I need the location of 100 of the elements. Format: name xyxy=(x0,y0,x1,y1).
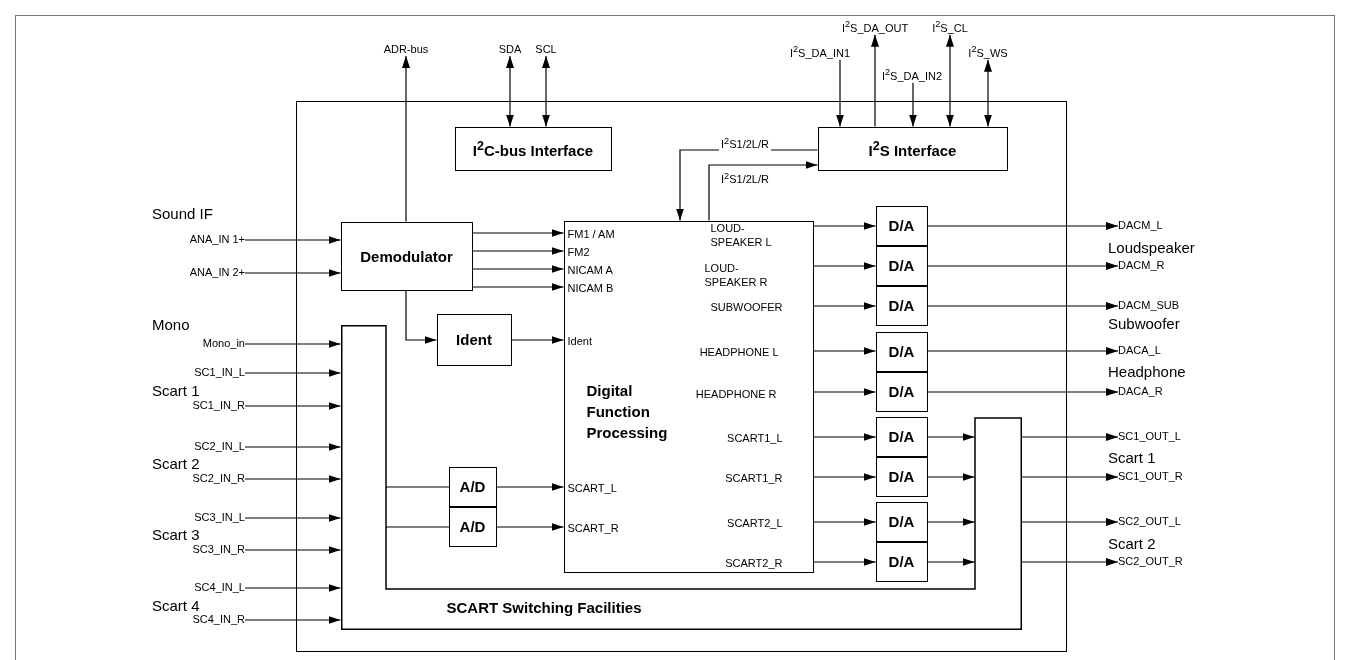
arrow xyxy=(984,59,992,128)
arrow xyxy=(812,222,877,230)
chip-outline xyxy=(296,101,1067,652)
pin-label: SC2_IN_R xyxy=(192,472,245,485)
pin-label: DACM_R xyxy=(1118,259,1165,272)
arrow xyxy=(926,388,1119,396)
group-label: Scart 3 xyxy=(152,526,200,543)
port-label: SCART_R xyxy=(567,520,619,535)
group-label: Scart 1 xyxy=(1108,449,1156,466)
arrow xyxy=(471,283,565,291)
arrow xyxy=(926,222,1119,230)
pin-label: SC3_IN_R xyxy=(192,543,245,556)
block-box: Demodulator xyxy=(340,221,473,291)
port-label: SCART1_R xyxy=(725,470,783,485)
port-label: NICAM A xyxy=(567,262,613,277)
block-box: D/A xyxy=(875,416,928,457)
pin-label: ANA_IN 2+ xyxy=(189,266,245,279)
port-label: SCART2_L xyxy=(727,515,783,530)
pin-label: SC1_IN_L xyxy=(194,366,245,379)
arrow xyxy=(1020,558,1119,566)
port-label: SCART2_R xyxy=(725,555,783,570)
group-label: Scart 2 xyxy=(1108,535,1156,552)
arrow xyxy=(812,388,877,396)
pin-label: I$^{2}$S_DA_OUT xyxy=(841,18,909,35)
arrow xyxy=(542,55,550,128)
block-title: Digital Function Processing xyxy=(586,380,669,443)
pin-label: ADR-bus xyxy=(383,43,429,56)
pin-label: Mono_in xyxy=(202,337,245,350)
arrow xyxy=(405,289,438,344)
arrow xyxy=(909,82,917,128)
arrow xyxy=(471,247,565,255)
port-label: FM1 / AM xyxy=(567,226,615,241)
port-label: HEADPHONE L xyxy=(699,344,779,359)
pin-label: ANA_IN 1+ xyxy=(189,233,245,246)
arrow xyxy=(495,483,565,491)
block-box: I$^{2}$C-bus Interface xyxy=(454,126,612,171)
group-label: Scart 2 xyxy=(152,455,200,472)
pin-label: SDA xyxy=(498,43,522,56)
pin-label: SC4_IN_R xyxy=(192,613,245,626)
pin-label: I$^{2}$S_WS xyxy=(968,43,1008,60)
arrow xyxy=(812,558,877,566)
port-label: NICAM B xyxy=(567,280,614,295)
pin-label: SC1_OUT_L xyxy=(1118,430,1181,443)
group-label: Headphone xyxy=(1108,363,1186,380)
port-label: SCART1_L xyxy=(727,430,783,445)
pin-label: SC4_IN_L xyxy=(194,581,245,594)
processing-block xyxy=(563,220,814,573)
group-label: Scart 1 xyxy=(152,382,200,399)
block-title: SCART Switching Facilities xyxy=(446,600,642,615)
port-label: LOUD- SPEAKER R xyxy=(704,260,769,289)
block-box: D/A xyxy=(875,245,928,286)
arrow xyxy=(244,546,342,554)
block-box: A/D xyxy=(448,466,497,507)
arrow xyxy=(510,336,565,344)
arrow xyxy=(495,523,565,531)
arrow xyxy=(506,55,514,128)
arrow xyxy=(244,402,342,410)
port-label: SCART_L xyxy=(567,480,617,495)
arrow xyxy=(244,443,342,451)
pin-label: I$^{2}$S_DA_IN1 xyxy=(789,43,851,60)
arrow xyxy=(812,262,877,270)
arrow xyxy=(244,340,342,348)
port-label: LOUD- SPEAKER L xyxy=(710,220,773,249)
arrow xyxy=(1020,518,1119,526)
pin-label: DACA_L xyxy=(1118,344,1161,357)
group-label: Mono xyxy=(152,316,190,333)
arrow xyxy=(926,347,1119,355)
port-label: FM2 xyxy=(567,244,590,259)
port-label: HEADPHONE R xyxy=(695,386,777,401)
arrow xyxy=(926,302,1119,310)
block-box: D/A xyxy=(875,371,928,412)
block-box: A/D xyxy=(448,506,497,547)
arrow xyxy=(244,584,342,592)
arrow xyxy=(812,518,877,526)
arrow xyxy=(812,347,877,355)
group-label: Loudspeaker xyxy=(1108,239,1195,256)
block-box: D/A xyxy=(875,501,928,542)
pin-label: DACM_L xyxy=(1118,219,1163,232)
arrow xyxy=(871,34,879,128)
pin-label: SC2_IN_L xyxy=(194,440,245,453)
pin-label: SC2_OUT_R xyxy=(1118,555,1183,568)
switching-block xyxy=(340,324,1022,630)
pin-label: SC1_OUT_R xyxy=(1118,470,1183,483)
arrow xyxy=(471,265,565,273)
arrow xyxy=(1020,473,1119,481)
block-box: D/A xyxy=(875,205,928,246)
pin-label: SC1_IN_R xyxy=(192,399,245,412)
arrow xyxy=(1020,433,1119,441)
arrow xyxy=(812,302,877,310)
block-box: I$^{2}$S Interface xyxy=(817,126,1008,171)
arrow xyxy=(244,269,342,277)
block-box: Ident xyxy=(436,313,512,366)
block-box: D/A xyxy=(875,285,928,326)
arrow xyxy=(946,34,954,128)
pin-label: I$^{2}$S_DA_IN2 xyxy=(881,66,943,83)
pin-label: SCL xyxy=(535,43,557,56)
group-label: Sound IF xyxy=(152,205,213,222)
port-label: Ident xyxy=(567,333,592,348)
port-label: SUBWOOFER xyxy=(710,299,783,314)
pin-label: DACM_SUB xyxy=(1118,299,1180,312)
